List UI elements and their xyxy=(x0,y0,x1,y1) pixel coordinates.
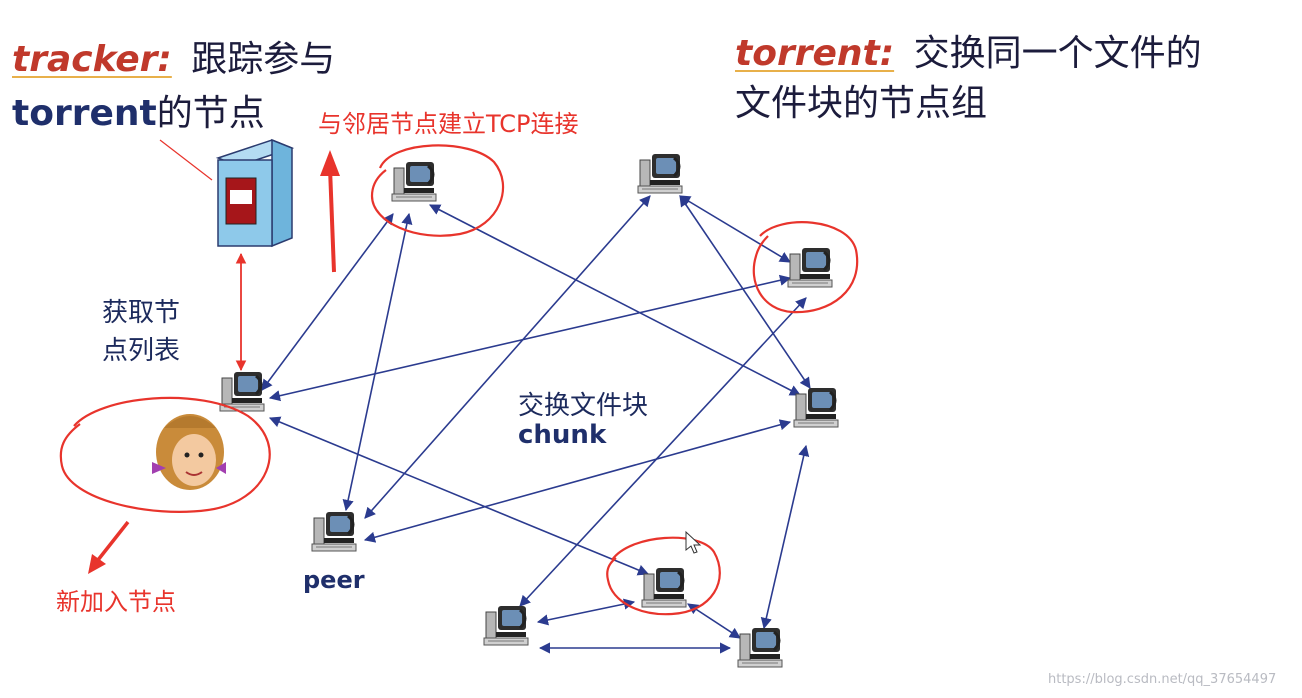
watermark: https://blog.csdn.net/qq_37654497 xyxy=(1048,672,1277,687)
tracker-torrent-word: torrent xyxy=(12,93,157,134)
tcp-note: 与邻居节点建立TCP连接 xyxy=(318,110,579,138)
peer-edges xyxy=(261,195,811,654)
tracker-title-line2: torrent的节点 xyxy=(12,84,265,136)
peer-computer-icon xyxy=(792,386,840,429)
tracker-title-rest: 跟踪参与 xyxy=(191,39,336,80)
peer-computer-icon xyxy=(482,604,530,647)
highlight-marks xyxy=(59,144,859,616)
peer-computer-icon xyxy=(636,152,684,195)
get-list-line2: 点列表 xyxy=(102,336,181,366)
peer-computer-icon xyxy=(310,510,358,553)
peer-computer-icon xyxy=(390,160,438,203)
torrent-title-line2: 文件块的节点组 xyxy=(735,83,988,124)
peer-computer-icon xyxy=(786,246,834,289)
new-node-label: 新加入节点 xyxy=(56,588,176,616)
mouse-cursor-icon xyxy=(685,530,702,554)
torrent-title-rest: 交换同一个文件的 xyxy=(913,33,1202,74)
get-list-line1: 获取节 xyxy=(102,298,181,328)
torrent-keyword: torrent: xyxy=(735,33,895,74)
new-user-icon xyxy=(152,414,226,490)
red-arrows xyxy=(88,150,340,574)
tracker-keyword: tracker: xyxy=(12,39,172,80)
peer-computer-icon xyxy=(640,566,688,609)
tracker-title-line1: tracker: 跟踪参与 xyxy=(12,30,335,82)
tracker-title-tail: 的节点 xyxy=(156,93,265,134)
peer-computer-icon xyxy=(736,626,784,669)
tracker-server-icon xyxy=(215,138,295,248)
torrent-title-line1: torrent: 交换同一个文件的 xyxy=(735,24,1202,76)
tracker-connector xyxy=(159,139,213,181)
